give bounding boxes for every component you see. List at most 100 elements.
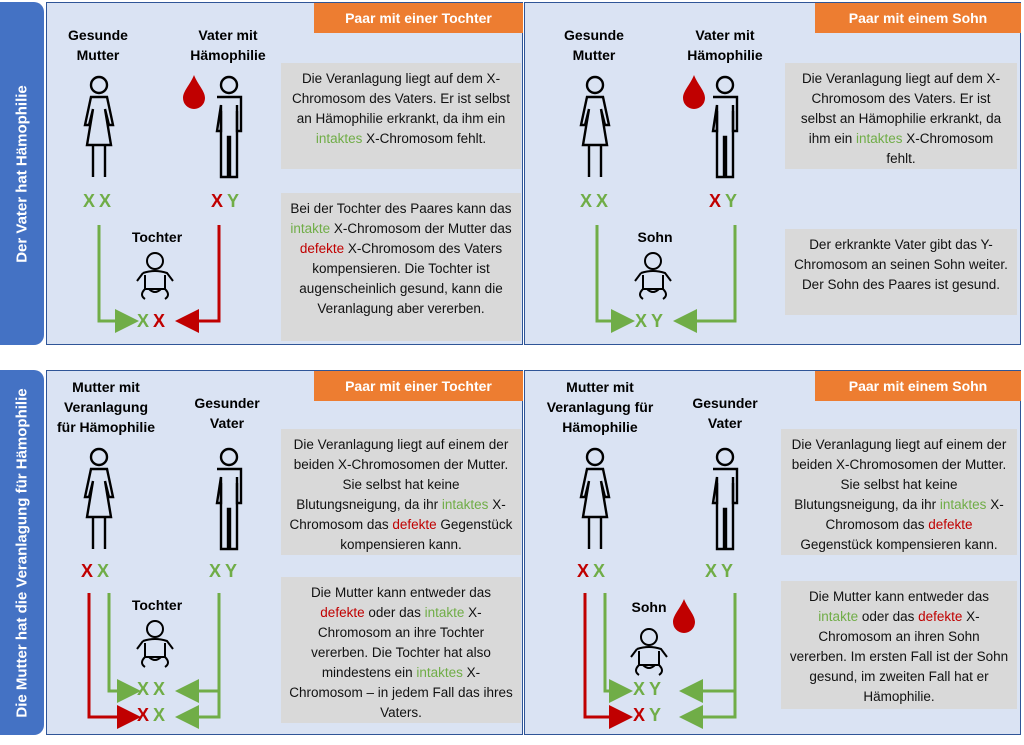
highlight-defect: defekte	[320, 605, 365, 620]
text-segment: Die Mutter kann entweder das	[808, 589, 990, 604]
explanation-box-1: Die Veranlagung liegt auf einem der beid…	[281, 429, 521, 555]
chrom: X	[209, 561, 226, 581]
row2-side-text: Die Mutter hat die Veranlagung für Hämop…	[13, 387, 31, 718]
panel-father-son: Paar mit einem Sohn Gesunde Mutter Vater…	[524, 2, 1021, 345]
text-segment: oder das	[364, 605, 425, 620]
parent1-chromosomes: XX	[577, 561, 609, 582]
chrom: X	[137, 311, 154, 331]
male-person-icon	[711, 447, 739, 551]
highlight-defect: defekte	[928, 517, 973, 532]
child-chromosomes: XY	[635, 311, 667, 332]
highlight-intact: intaktes	[939, 497, 987, 512]
text-segment: Gegenstück kompensieren kann.	[340, 517, 513, 552]
chrom: X	[137, 679, 154, 699]
panel-banner: Paar mit einer Tochter	[314, 3, 523, 33]
text-segment: Die Veranlagung liegt auf dem X-Chromoso…	[291, 71, 511, 126]
text-segment: X-Chromosom der Mutter das	[330, 221, 512, 236]
explanation-box-2: Bei der Tochter des Paares kann das inta…	[281, 193, 521, 341]
text-segment: X-Chromosom an ihren Sohn vererben. Im e…	[789, 609, 1009, 704]
explanation-box-2: Der erkrankte Vater gibt das Y-Chromosom…	[785, 229, 1017, 315]
chrom: Y	[721, 561, 738, 581]
chrom: X	[705, 561, 722, 581]
row1-side-text: Der Vater hat Hämophilie	[13, 84, 31, 263]
text-segment: Der erkrankte Vater gibt das Y-Chromosom…	[794, 237, 1008, 292]
parent2-chromosomes: XY	[709, 191, 741, 212]
panel-banner: Paar mit einer Tochter	[314, 371, 523, 401]
chrom: X	[97, 561, 114, 581]
chrom: X	[153, 311, 170, 331]
female-person-icon	[579, 75, 611, 177]
child-chromosomes-b: XY	[633, 705, 665, 726]
highlight-defect: defekte	[392, 517, 437, 532]
panel-banner: Paar mit einem Sohn	[815, 3, 1021, 33]
panel-father-daughter: Paar mit einer Tochter Gesunde Mutter Va…	[46, 2, 523, 345]
text-segment: X-Chromosom das	[825, 497, 1004, 532]
highlight-intact: intakte	[818, 609, 859, 624]
parent2-chromosomes: XY	[209, 561, 241, 582]
child-label: Sohn	[637, 229, 673, 245]
blood-drop-icon	[673, 599, 695, 633]
chrom: X	[709, 191, 726, 211]
text-segment: Bei der Tochter des Paares kann das	[290, 201, 512, 216]
male-person-icon	[215, 75, 243, 179]
chrom: X	[633, 679, 650, 699]
parent2-label: Vater mit Hämophilie	[190, 27, 266, 63]
highlight-intact: intaktes	[416, 665, 463, 680]
chrom: Y	[227, 191, 244, 211]
explanation-box-1: Die Veranlagung liegt auf dem X-Chromoso…	[785, 63, 1017, 169]
female-person-icon	[83, 447, 115, 549]
text-segment: X-Chromosom an ihre Tochter vererben. Di…	[311, 605, 491, 680]
child-chromosomes-b: XX	[137, 705, 169, 726]
blood-drop-icon	[683, 75, 705, 109]
text-segment: X-Chromosom fehlt.	[362, 131, 487, 146]
chrom: Y	[649, 705, 666, 725]
inheritance-arrows	[87, 593, 221, 729]
highlight-intact: intaktes	[441, 497, 489, 512]
parent2-chromosomes: XY	[705, 561, 737, 582]
male-person-icon	[215, 447, 243, 551]
baby-icon	[136, 620, 174, 668]
child-label: Sohn	[631, 599, 667, 615]
parent1-label: Gesunde Mutter	[564, 27, 624, 63]
parent1-chromosomes: XX	[83, 191, 115, 212]
highlight-intact: intaktes	[315, 131, 363, 146]
text-segment: X-Chromosom – in jedem Fall das ihres Va…	[289, 665, 513, 720]
chrom: X	[593, 561, 610, 581]
explanation-box-1: Die Veranlagung liegt auf dem X-Chromoso…	[281, 63, 521, 169]
explanation-box-2: Die Mutter kann entweder das defekte ode…	[281, 577, 521, 723]
chrom: Y	[225, 561, 242, 581]
chrom: Y	[725, 191, 742, 211]
parent2-chromosomes: XY	[211, 191, 243, 212]
text-segment: X-Chromosom des Vaters kompensieren. Die…	[299, 241, 503, 316]
chrom: X	[211, 191, 228, 211]
chrom: X	[153, 679, 170, 699]
chrom: Y	[651, 311, 668, 331]
child-label: Tochter	[131, 597, 183, 613]
highlight-defect: defekte	[918, 609, 963, 624]
baby-icon	[136, 252, 174, 300]
chrom: X	[153, 705, 170, 725]
chrom: X	[596, 191, 613, 211]
explanation-box-1: Die Veranlagung liegt auf einem der beid…	[781, 429, 1017, 555]
child-label: Tochter	[131, 229, 183, 245]
text-segment: Die Mutter kann entweder das	[310, 585, 492, 600]
chrom: X	[83, 191, 100, 211]
text-segment: Die Veranlagung liegt auf einem der beid…	[791, 437, 1007, 512]
highlight-defect: defekte	[299, 241, 345, 256]
chrom: X	[81, 561, 98, 581]
chrom: Y	[649, 679, 666, 699]
parent2-label: Gesunder Vater	[692, 395, 758, 431]
text-segment: Gegenstück kompensieren kann.	[800, 537, 998, 552]
highlight-intact: intakte	[290, 221, 331, 236]
highlight-intact: intakte	[424, 605, 465, 620]
chrom: X	[580, 191, 597, 211]
chrom: X	[633, 705, 650, 725]
text-segment: X-Chromosom das	[289, 497, 506, 532]
inheritance-arrows	[583, 593, 737, 729]
parent2-label: Vater mit Hämophilie	[687, 27, 763, 63]
highlight-intact: intaktes	[855, 131, 903, 146]
row2-side-label: Die Mutter hat die Veranlagung für Hämop…	[0, 370, 44, 735]
row1-side-label: Der Vater hat Hämophilie	[0, 2, 44, 345]
parent1-label: Mutter mit Veranlagung für Hämophilie	[546, 379, 654, 435]
baby-icon	[634, 252, 672, 300]
